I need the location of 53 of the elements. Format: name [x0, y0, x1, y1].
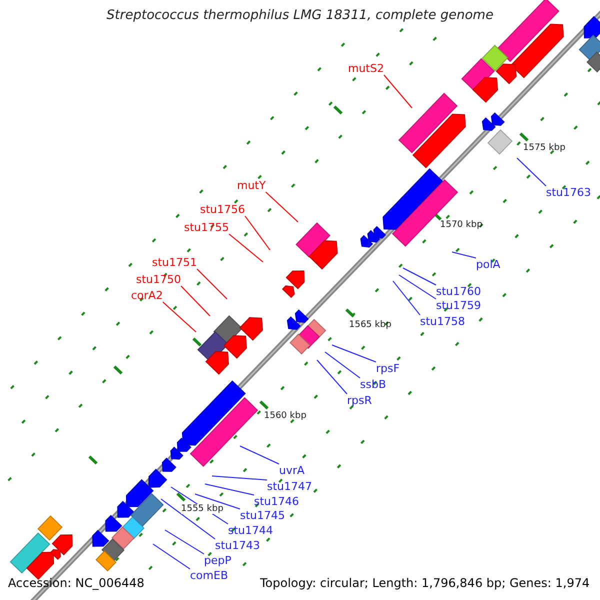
tick-label: 1565 kbp [349, 320, 392, 330]
leader-line [324, 352, 360, 378]
leader-line [392, 280, 420, 316]
leader-line [383, 74, 412, 108]
gene-label: polA [476, 258, 500, 271]
gene-label: stu1744 [228, 524, 274, 537]
gene-label: stu1763 [546, 186, 592, 199]
gene-label: ssbB [360, 378, 386, 391]
leader-line [402, 268, 436, 286]
tick-label: 1555 kbp [181, 504, 224, 514]
leader-line [316, 360, 348, 394]
leader-line [244, 216, 270, 250]
gene-label: stu1747 [267, 480, 312, 493]
leader-line [152, 544, 190, 570]
gene-label: comEB [190, 569, 228, 582]
gene-label: corA2 [131, 289, 163, 302]
gene-label: stu1743 [215, 539, 260, 552]
gene-label: uvrA [279, 464, 305, 477]
leader-line [180, 286, 210, 316]
genome-summary-text: Topology: circular; Length: 1,796,846 bp; Genes: 1,974 [260, 576, 590, 590]
gene-label: stu1758 [420, 315, 466, 328]
leader-line [162, 302, 196, 332]
leader-line [196, 268, 228, 300]
tick-label: 1570 kbp [440, 220, 482, 230]
leader-line [160, 498, 216, 540]
gene-label: stu1756 [200, 203, 246, 216]
leader-line [194, 494, 240, 510]
accession-text: Accession: NC_006448 [8, 576, 144, 590]
gene-label: stu1746 [254, 495, 300, 508]
leader-line [212, 476, 268, 480]
leader-line [228, 234, 264, 262]
leader-line [452, 252, 476, 258]
gene-label: rpsR [347, 394, 372, 407]
leader-line [265, 192, 298, 222]
title: Streptococcus thermophilus LMG 18311, complete genome [106, 8, 494, 23]
leader-line [516, 158, 546, 186]
gene-label: mutY [237, 179, 266, 192]
leader-line [204, 484, 254, 496]
gene-label: stu1751 [152, 256, 198, 269]
gene-label: pepP [204, 554, 232, 567]
gene-label: stu1745 [240, 509, 286, 522]
leader-line [398, 274, 436, 300]
leader-line [164, 530, 204, 554]
leader-line [240, 446, 280, 464]
gene-label: stu1759 [436, 299, 482, 312]
gene-label: mutS2 [348, 62, 384, 75]
gene-label: rpsF [376, 362, 400, 375]
leader-line [332, 344, 376, 362]
tick-label: 1575 kbp [523, 143, 566, 153]
gene-label: stu1760 [436, 285, 482, 298]
gene-label: stu1750 [136, 273, 182, 286]
tick-label: 1560 kbp [264, 411, 306, 421]
gene-label: stu1755 [184, 221, 230, 234]
